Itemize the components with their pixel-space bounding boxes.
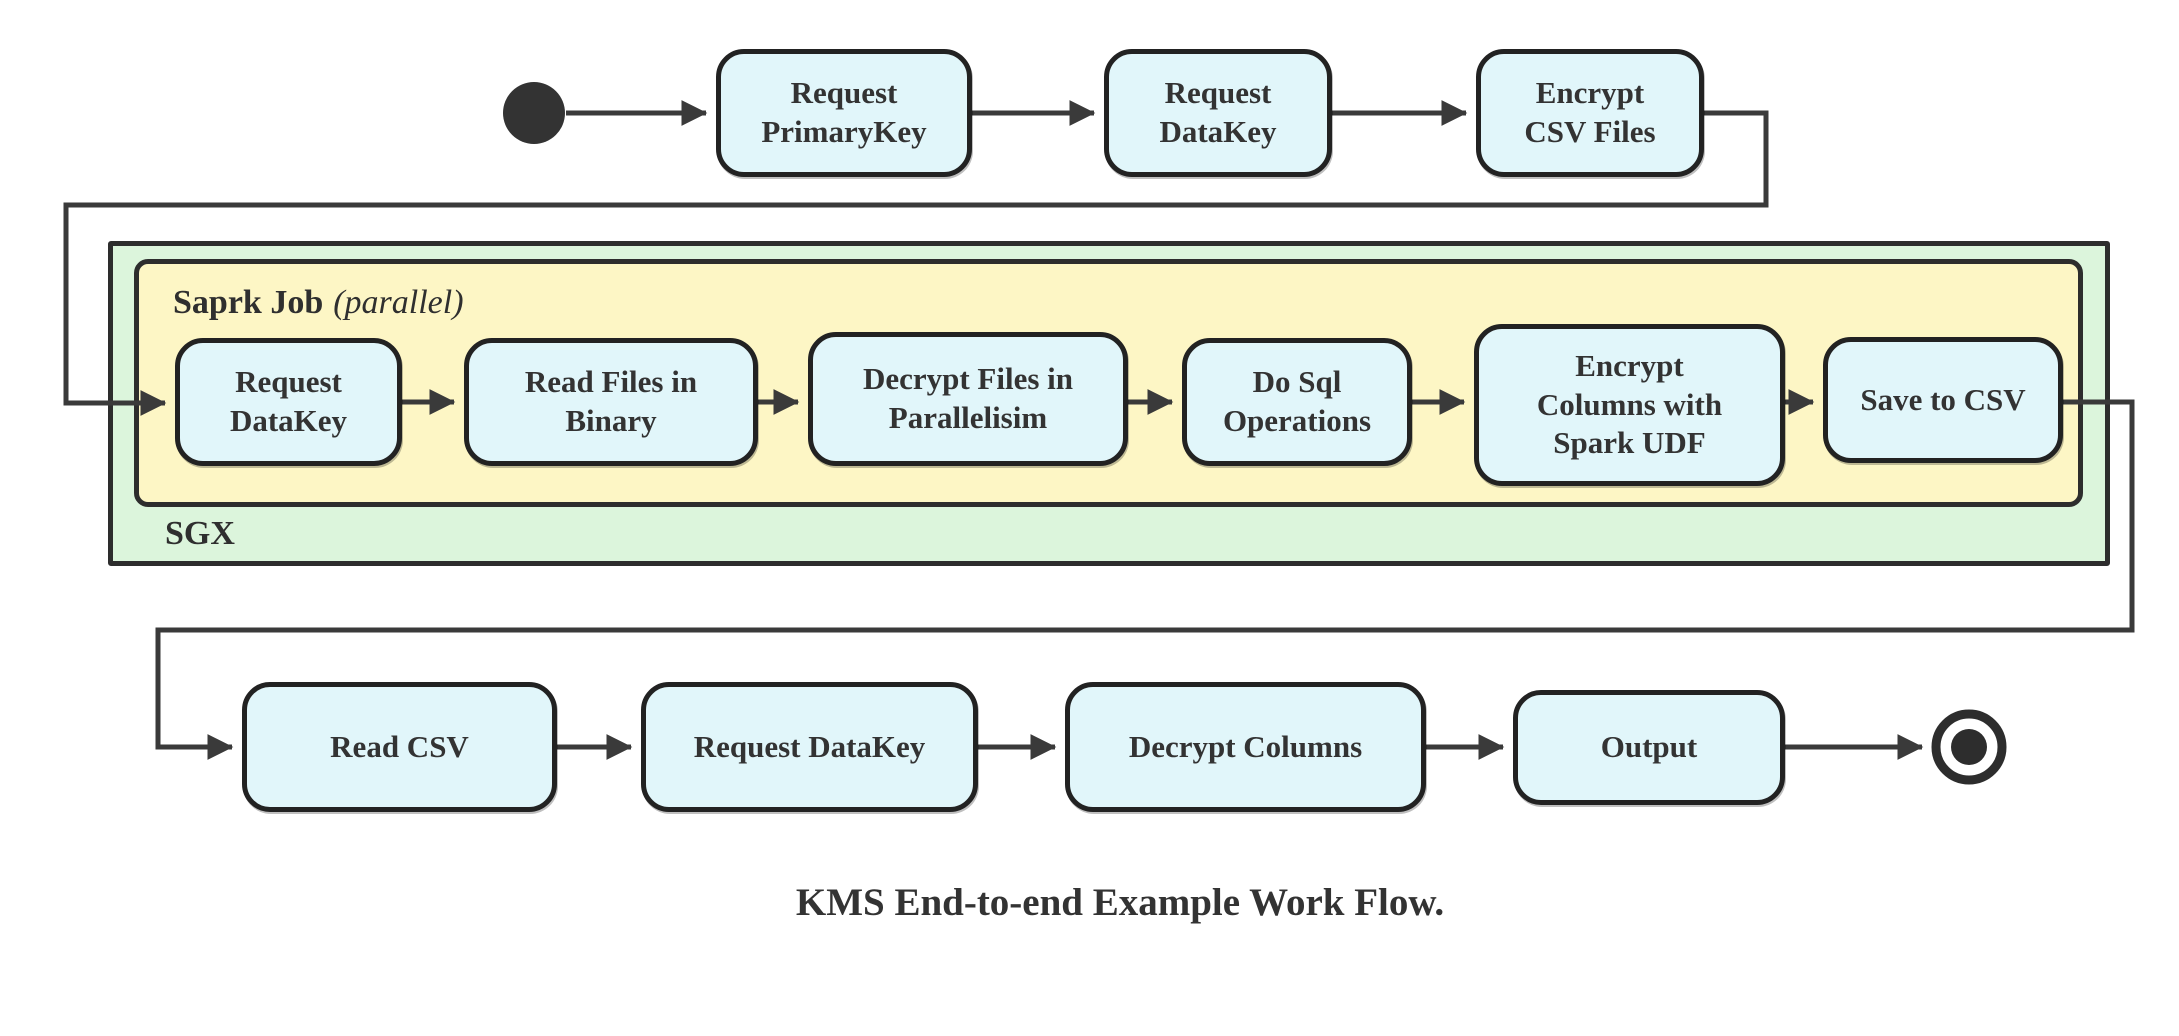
node-encrypt-columns-with-spark-udf: Encrypt Columns with Spark UDF — [1474, 324, 1785, 486]
final-state-outer-ring — [1931, 709, 2007, 785]
node-request-datakey-out: Request DataKey — [641, 682, 978, 812]
initial-state-node — [503, 82, 565, 144]
node-request-datakey-top: Request DataKey — [1104, 49, 1332, 177]
node-decrypt-files-in-parallelisim: Decrypt Files in Parallelisim — [808, 332, 1128, 466]
final-state-inner-dot — [1951, 729, 1987, 765]
node-read-files-in-binary: Read Files in Binary — [464, 338, 758, 466]
node-do-sql-operations: Do Sql Operations — [1182, 338, 1412, 466]
node-decrypt-columns: Decrypt Columns — [1065, 682, 1426, 812]
node-encrypt-csv-files: Encrypt CSV Files — [1476, 49, 1704, 177]
node-save-to-csv: Save to CSV — [1823, 337, 2063, 463]
diagram-caption: KMS End-to-end Example Work Flow. — [795, 881, 1445, 924]
final-state-node — [1931, 709, 2007, 785]
node-output: Output — [1513, 690, 1785, 805]
spark-job-container-label: Saprk Job(parallel) — [173, 284, 464, 322]
spark-job-title: Saprk Job — [173, 284, 324, 321]
node-request-primarykey: Request PrimaryKey — [716, 49, 972, 177]
spark-job-annotation: (parallel) — [333, 284, 464, 321]
node-request-datakey-sgx: Request DataKey — [175, 338, 402, 466]
sgx-container-label: SGX — [165, 515, 235, 552]
node-read-csv: Read CSV — [242, 682, 557, 812]
